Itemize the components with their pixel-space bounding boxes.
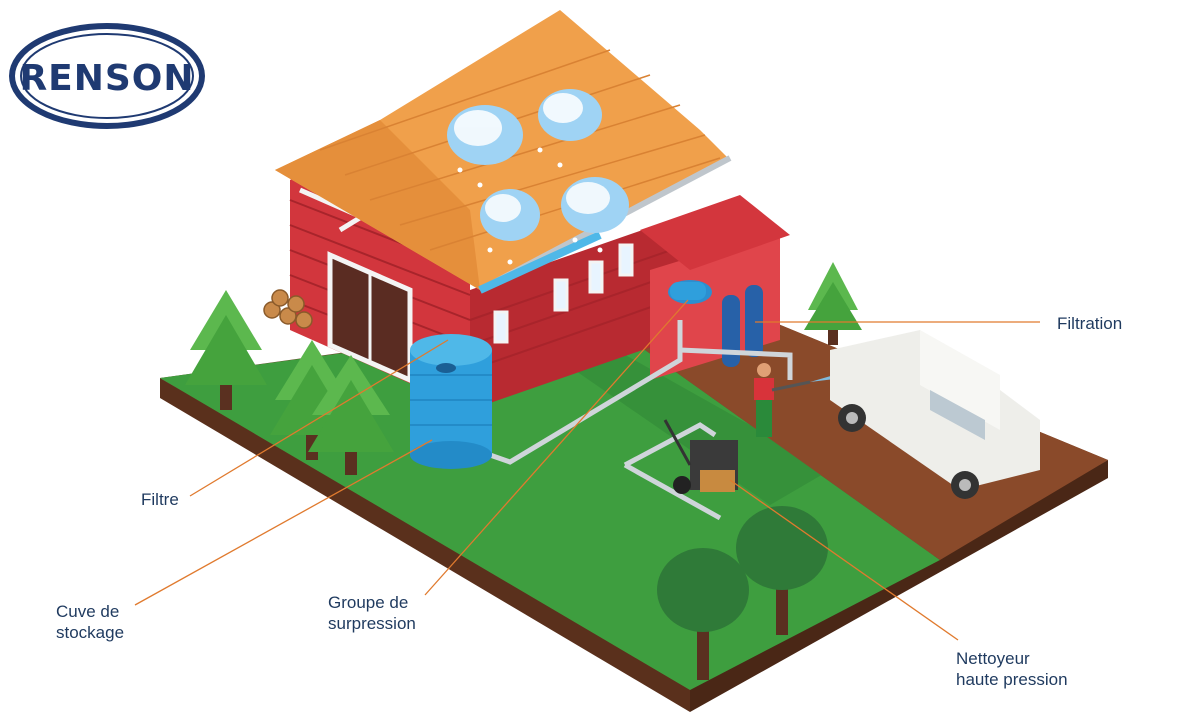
pipes [489,320,793,521]
rain-clouds [447,89,629,265]
label-cuve-de-stockage: Cuve de stockage [56,601,124,643]
leader-line-cuve [134,439,433,606]
label-filtration: Filtration [1057,313,1122,334]
trees [185,262,862,680]
logo-badge [9,23,205,129]
woodpile [263,289,313,329]
worker [754,363,811,437]
pressure-pump [668,280,712,304]
label-nettoyeur-line-1: Nettoyeur [956,649,1030,668]
storage-tank [410,334,492,469]
logo-text: RENSON [19,58,195,99]
leader-line-nettoyeur [729,479,959,641]
pickup-truck [830,330,1040,499]
filtration-units [722,285,763,367]
label-filtration-text: Filtration [1057,314,1123,333]
label-groupe-line-1: Groupe de [328,593,409,612]
label-groupe-de-surpression: Groupe de surpression [328,592,416,634]
pine-tree [308,355,394,475]
pine-tree [185,290,267,410]
leader-lines [134,299,1040,641]
label-cuve-line-1: Cuve de [56,602,120,621]
label-filtre: Filtre [141,489,179,510]
pressure-washer [663,419,738,494]
pine-tree [804,262,862,345]
label-nettoyeur-line-2: haute pression [956,670,1068,689]
barn-windows [493,243,634,344]
renson-logo: RENSON [8,22,206,130]
round-tree [657,548,749,680]
label-cuve-line-2: stockage [56,623,125,642]
leader-line-groupe [424,299,689,596]
label-nettoyeur-haute-pression: Nettoyeur haute pression [956,648,1068,690]
label-filtre-text: Filtre [141,490,179,509]
label-groupe-line-2: surpression [328,614,416,633]
round-tree [736,506,828,635]
leader-line-filtre [189,339,449,497]
